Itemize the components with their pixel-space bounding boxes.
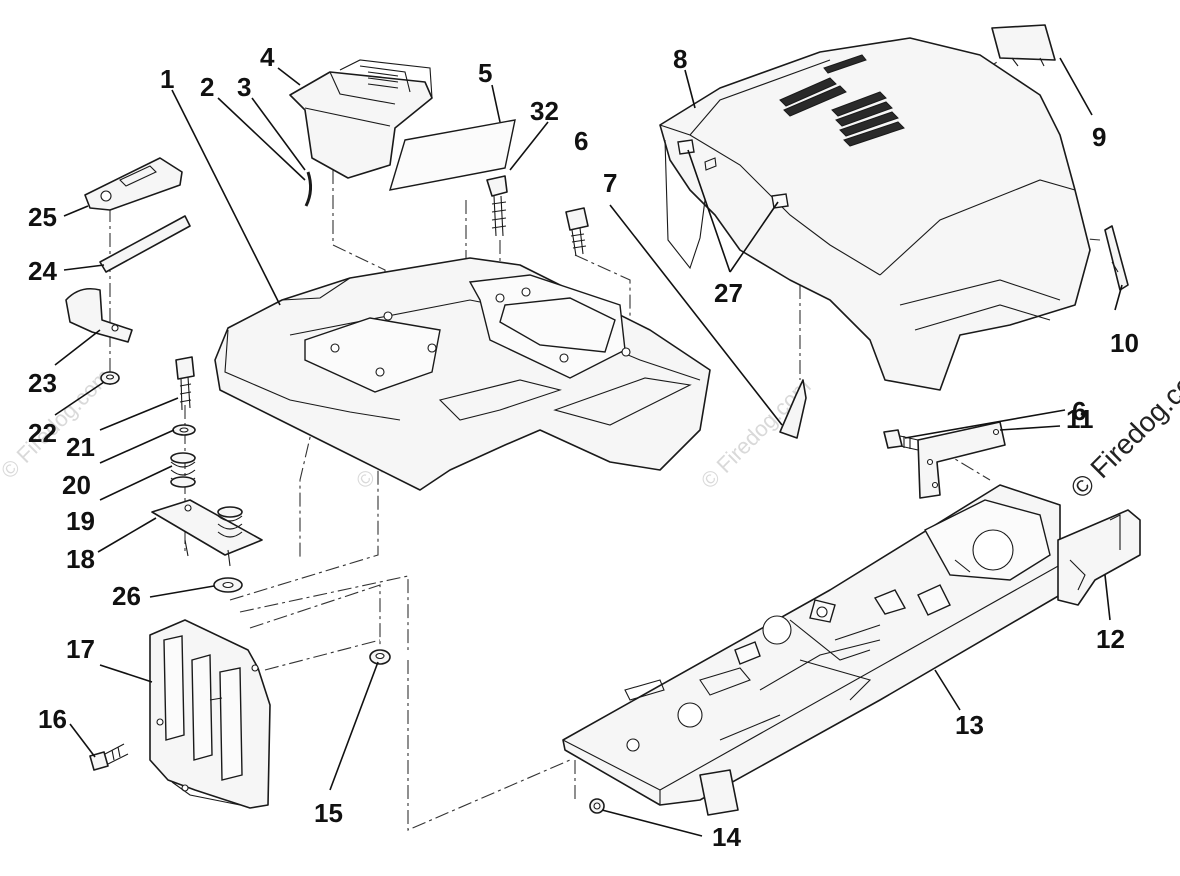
part-5-plate [388, 119, 516, 191]
callout-12: 12 [1096, 624, 1125, 654]
part-21-bolt [175, 356, 195, 411]
callout-11: 11 [1066, 404, 1094, 434]
part-9-bracket [991, 24, 1056, 67]
part-22-nut [100, 371, 120, 385]
callout-23: 23 [28, 368, 57, 398]
part-14-nut [589, 769, 739, 816]
callout-32: 32 [530, 96, 559, 126]
part-12-front-bracket [1057, 509, 1141, 606]
part-16-bolt [89, 743, 129, 771]
callout-13: 13 [955, 710, 984, 740]
callout-5: 5 [478, 58, 492, 88]
callout-15: 15 [314, 798, 343, 828]
part-6-bolt-top [565, 207, 589, 257]
callout-19: 19 [66, 506, 95, 536]
callout-10: 10 [1110, 328, 1139, 358]
watermark-faint-1: © Firedog.com [0, 364, 116, 484]
hood-vents [779, 54, 905, 147]
callout-27: 27 [714, 278, 743, 308]
part-1-body-pan [214, 257, 711, 491]
callout-22: 22 [28, 418, 57, 448]
callout-3: 3 [237, 72, 251, 102]
callout-6-top: 6 [574, 126, 588, 156]
callout-1: 1 [160, 64, 174, 94]
callout-9: 9 [1092, 122, 1106, 152]
part-26-washer [213, 577, 243, 593]
leader-lines [54, 57, 1123, 837]
part-13-frame [562, 484, 1061, 806]
callout-8: 8 [673, 44, 687, 74]
callout-21: 21 [66, 432, 95, 462]
part-7-strap [779, 379, 807, 439]
callout-25: 25 [28, 202, 57, 232]
callout-14: 14 [712, 822, 741, 852]
part-19-spring [170, 452, 243, 538]
callout-20: 20 [62, 470, 91, 500]
part-15-nut [369, 649, 391, 665]
part-25-latch [84, 157, 183, 211]
callout-24: 24 [28, 256, 57, 286]
part-8-hood [659, 37, 1091, 391]
callout-4: 4 [260, 42, 275, 72]
callout-17: 17 [66, 634, 95, 664]
part-2-3-hose [304, 171, 313, 207]
callout-6-side: 6 [1072, 396, 1086, 426]
callout-18: 18 [66, 544, 95, 574]
callout-26: 26 [112, 581, 141, 611]
part-10-clip [1104, 225, 1129, 291]
part-23-clamp [65, 287, 133, 343]
callout-labels: 1 2 3 4 5 32 6 7 8 9 27 10 6 11 12 13 14… [28, 42, 1139, 852]
part-24-strip [99, 215, 191, 273]
callout-7: 7 [603, 168, 617, 198]
part-20-washer [172, 424, 196, 436]
part-4-tray [289, 59, 433, 179]
part-18-spring-plate [151, 499, 263, 567]
part-17-plate [149, 619, 271, 809]
callout-2: 2 [200, 72, 214, 102]
callout-16: 16 [38, 704, 67, 734]
part-32-bolt [486, 175, 508, 237]
part-6-bolt-side [883, 429, 919, 451]
